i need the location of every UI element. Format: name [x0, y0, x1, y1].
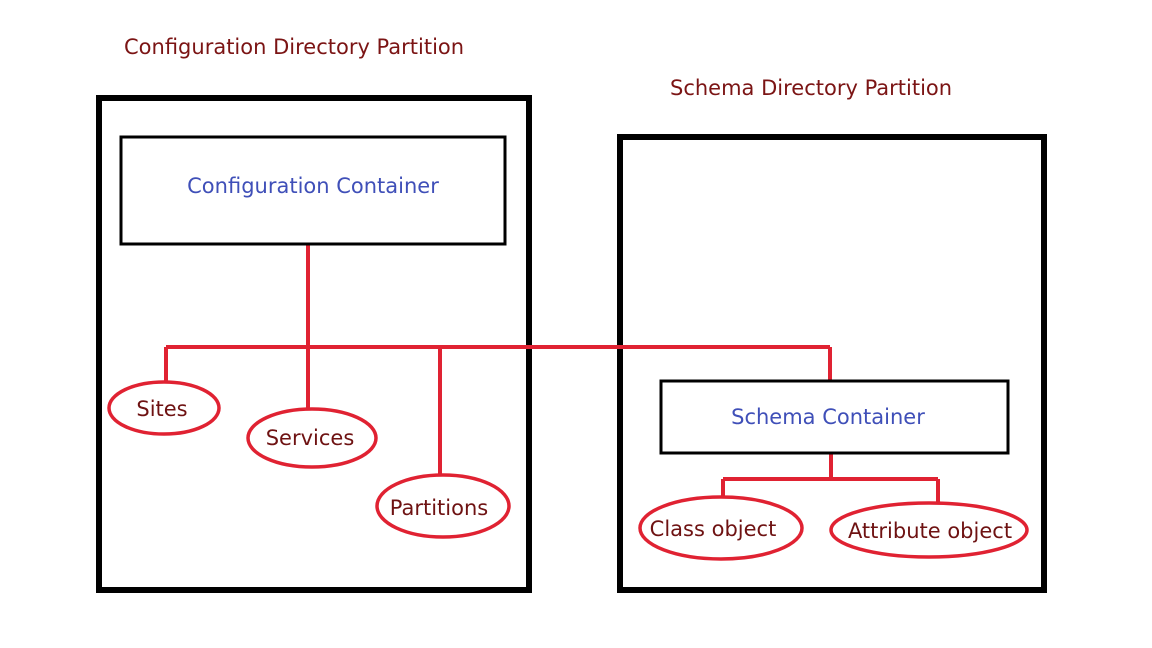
attribute-object-node	[829, 501, 1029, 559]
partitions-node	[375, 473, 511, 539]
configuration-container-box	[119, 135, 507, 246]
configuration-partition-title: Configuration Directory Partition	[124, 35, 464, 59]
configuration-children	[107, 380, 511, 539]
schema-container-box	[659, 379, 1010, 455]
services-node	[246, 407, 378, 469]
class-object-label: Class object	[650, 517, 777, 541]
connector-lines	[164, 244, 940, 503]
sites-node	[107, 380, 221, 436]
configuration-container-label: Configuration Container	[187, 174, 439, 198]
configuration-partition-frame	[96, 95, 532, 593]
schema-partition-frame	[617, 134, 1047, 593]
schema-container-label: Schema Container	[731, 405, 925, 429]
sites-label: Sites	[136, 397, 187, 421]
schema-partition-title: Schema Directory Partition	[670, 76, 952, 100]
services-label: Services	[266, 426, 355, 450]
schema-children	[638, 495, 1029, 561]
attribute-object-label: Attribute object	[848, 519, 1012, 543]
partitions-label: Partitions	[390, 496, 488, 520]
class-object-node	[638, 495, 804, 561]
